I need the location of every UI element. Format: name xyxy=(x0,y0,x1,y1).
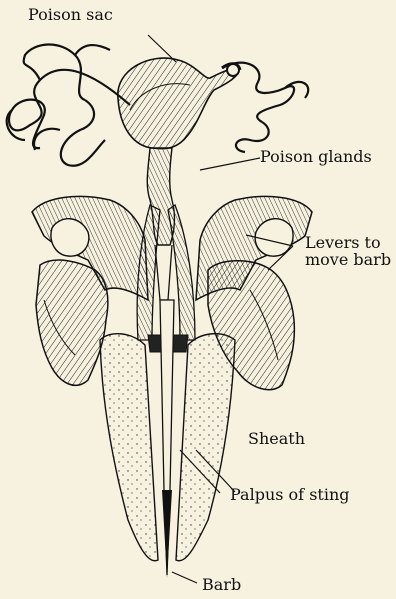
label-barb: Barb xyxy=(202,576,241,594)
label-palpus: Palpus of sting xyxy=(230,486,350,504)
poison-sac xyxy=(118,58,239,149)
label-levers-line2: move barb xyxy=(305,251,391,268)
label-levers: Levers to move barb xyxy=(305,234,391,268)
label-sheath: Sheath xyxy=(248,430,305,448)
label-poison-glands: Poison glands xyxy=(260,148,372,166)
label-poison-sac: Poison sac xyxy=(28,6,113,24)
label-levers-line1: Levers to xyxy=(305,234,391,251)
sting-shaft xyxy=(160,300,174,578)
